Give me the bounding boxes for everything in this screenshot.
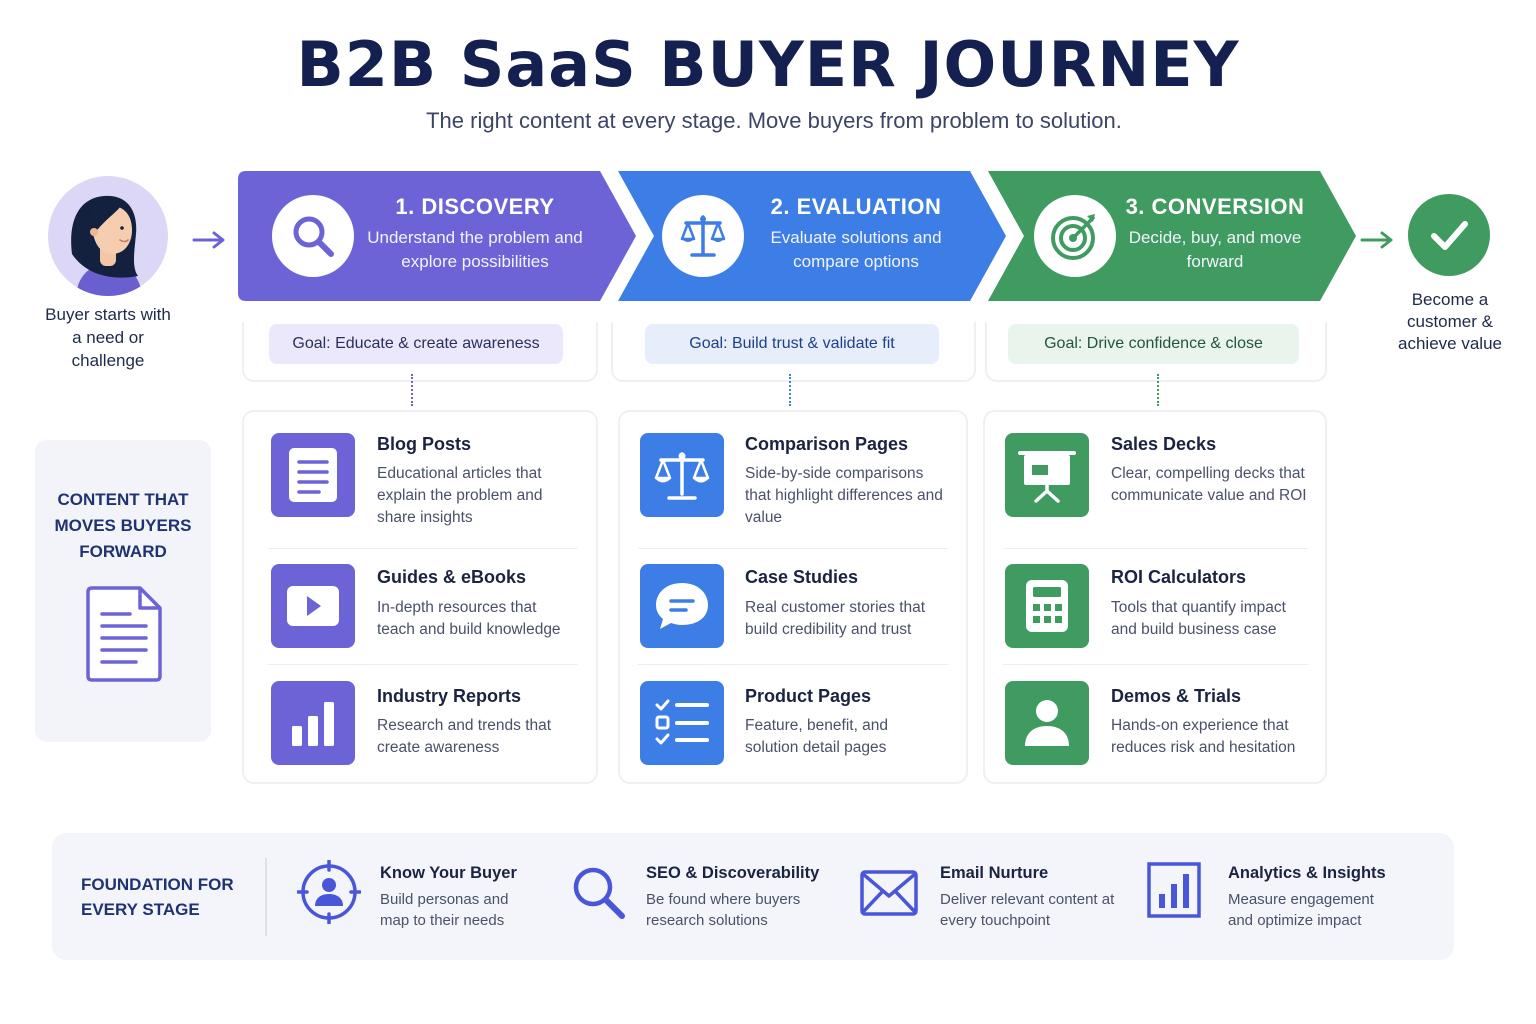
connector-line xyxy=(411,374,413,406)
document-icon xyxy=(86,584,164,687)
connector-line xyxy=(1157,374,1159,406)
side-panel-title: CONTENT THAT MOVES BUYERS FORWARD xyxy=(54,490,192,561)
item-description: Educational articles that explain the pr… xyxy=(377,465,543,526)
bar-chart-icon xyxy=(271,681,355,765)
flow-arrow-icon xyxy=(1360,231,1393,249)
item-description: Feature, benefit, and solution detail pa… xyxy=(745,717,889,756)
scale-icon xyxy=(640,433,724,517)
stage-description: Understand the problem and explore possi… xyxy=(367,228,583,271)
goal-frame xyxy=(985,322,1327,382)
goal-conversion: Goal: Drive confidence & close xyxy=(1008,324,1299,364)
checkmark-icon xyxy=(1408,194,1490,276)
user-icon xyxy=(1005,681,1089,765)
stage-title: 3. CONVERSION xyxy=(1125,194,1305,219)
divider xyxy=(265,858,267,936)
target-icon xyxy=(1034,195,1116,277)
play-icon xyxy=(271,564,355,648)
flow-arrow-icon xyxy=(192,231,225,249)
item-description: Research and trends that create awarenes… xyxy=(377,717,552,756)
divider xyxy=(268,664,578,665)
goal-evaluation: Goal: Build trust & validate fit xyxy=(645,324,939,364)
footer-item-description: Be found where buyers research solutions xyxy=(646,891,801,929)
goal-frame xyxy=(611,322,976,382)
footer-title: FOUNDATION FOR EVERY STAGE xyxy=(81,875,234,919)
stage-banner-discovery: 1. DISCOVERY Understand the problem and … xyxy=(238,171,636,301)
chat-bubble-icon xyxy=(640,564,724,648)
magnifier-icon xyxy=(570,864,628,927)
item-title: ROI Calculators xyxy=(1111,567,1247,587)
foundation-footer xyxy=(52,833,1454,960)
stage-description: Evaluate solutions and compare options xyxy=(770,228,942,271)
envelope-icon xyxy=(860,870,918,921)
item-title: Product Pages xyxy=(745,686,872,706)
item-description: Hands-on experience that reduces risk an… xyxy=(1111,717,1296,756)
divider xyxy=(638,664,948,665)
footer-item-title: Know Your Buyer xyxy=(380,864,517,882)
page-subtitle: The right content at every stage. Move b… xyxy=(426,108,1122,133)
stage-title: 1. DISCOVERY xyxy=(395,194,555,219)
connector-line xyxy=(789,374,791,406)
item-title: Industry Reports xyxy=(377,686,522,706)
start-label: Buyer starts with a need or challenge xyxy=(45,305,171,370)
stage-description: Decide, buy, and move forward xyxy=(1128,228,1302,271)
magnifier-icon xyxy=(272,195,354,277)
goal-discovery: Goal: Educate & create awareness xyxy=(269,324,563,364)
bar-chart-icon xyxy=(1147,862,1203,925)
page-title: B2B SaaS BUYER JOURNEY xyxy=(296,28,1240,101)
scale-icon xyxy=(662,195,744,277)
item-description: Real customer stories that build credibi… xyxy=(745,599,926,638)
stage-title: 2. EVALUATION xyxy=(770,194,942,219)
footer-item-description: Measure engagement and optimize impact xyxy=(1228,891,1374,929)
presentation-icon xyxy=(1005,433,1089,517)
divider xyxy=(1003,664,1308,665)
item-title: Sales Decks xyxy=(1111,434,1217,454)
item-title: Blog Posts xyxy=(377,434,472,454)
person-avatar-icon xyxy=(48,176,168,296)
calculator-icon xyxy=(1005,564,1089,648)
item-description: Tools that quantify impact and build bus… xyxy=(1111,599,1286,638)
footer-item-description: Build personas and map to their needs xyxy=(380,891,509,929)
target-user-icon xyxy=(296,859,362,929)
goal-frame xyxy=(242,322,598,382)
document-icon xyxy=(271,433,355,517)
footer-item-description: Deliver relevant content at every touchp… xyxy=(940,891,1115,929)
checklist-icon xyxy=(640,681,724,765)
footer-item-title: Email Nurture xyxy=(940,864,1049,882)
divider xyxy=(268,548,578,549)
item-title: Demos & Trials xyxy=(1111,686,1242,706)
footer-item-title: SEO & Discoverability xyxy=(646,864,820,882)
divider xyxy=(638,548,948,549)
divider xyxy=(1003,548,1308,549)
item-description: Side-by-side comparisons that highlight … xyxy=(745,465,943,526)
stage-banner-evaluation: 2. EVALUATION Evaluate solutions and com… xyxy=(618,171,1006,301)
footer-item-title: Analytics & Insights xyxy=(1228,864,1386,882)
final-label: Become a customer & achieve value xyxy=(1398,290,1502,353)
item-description: Clear, compelling decks that communicate… xyxy=(1111,465,1307,504)
item-description: In-depth resources that teach and build … xyxy=(377,599,561,638)
stage-banner-conversion: 3. CONVERSION Decide, buy, and move forw… xyxy=(988,171,1356,301)
item-title: Case Studies xyxy=(745,567,859,587)
item-title: Guides & eBooks xyxy=(377,567,527,587)
item-title: Comparison Pages xyxy=(745,434,909,454)
